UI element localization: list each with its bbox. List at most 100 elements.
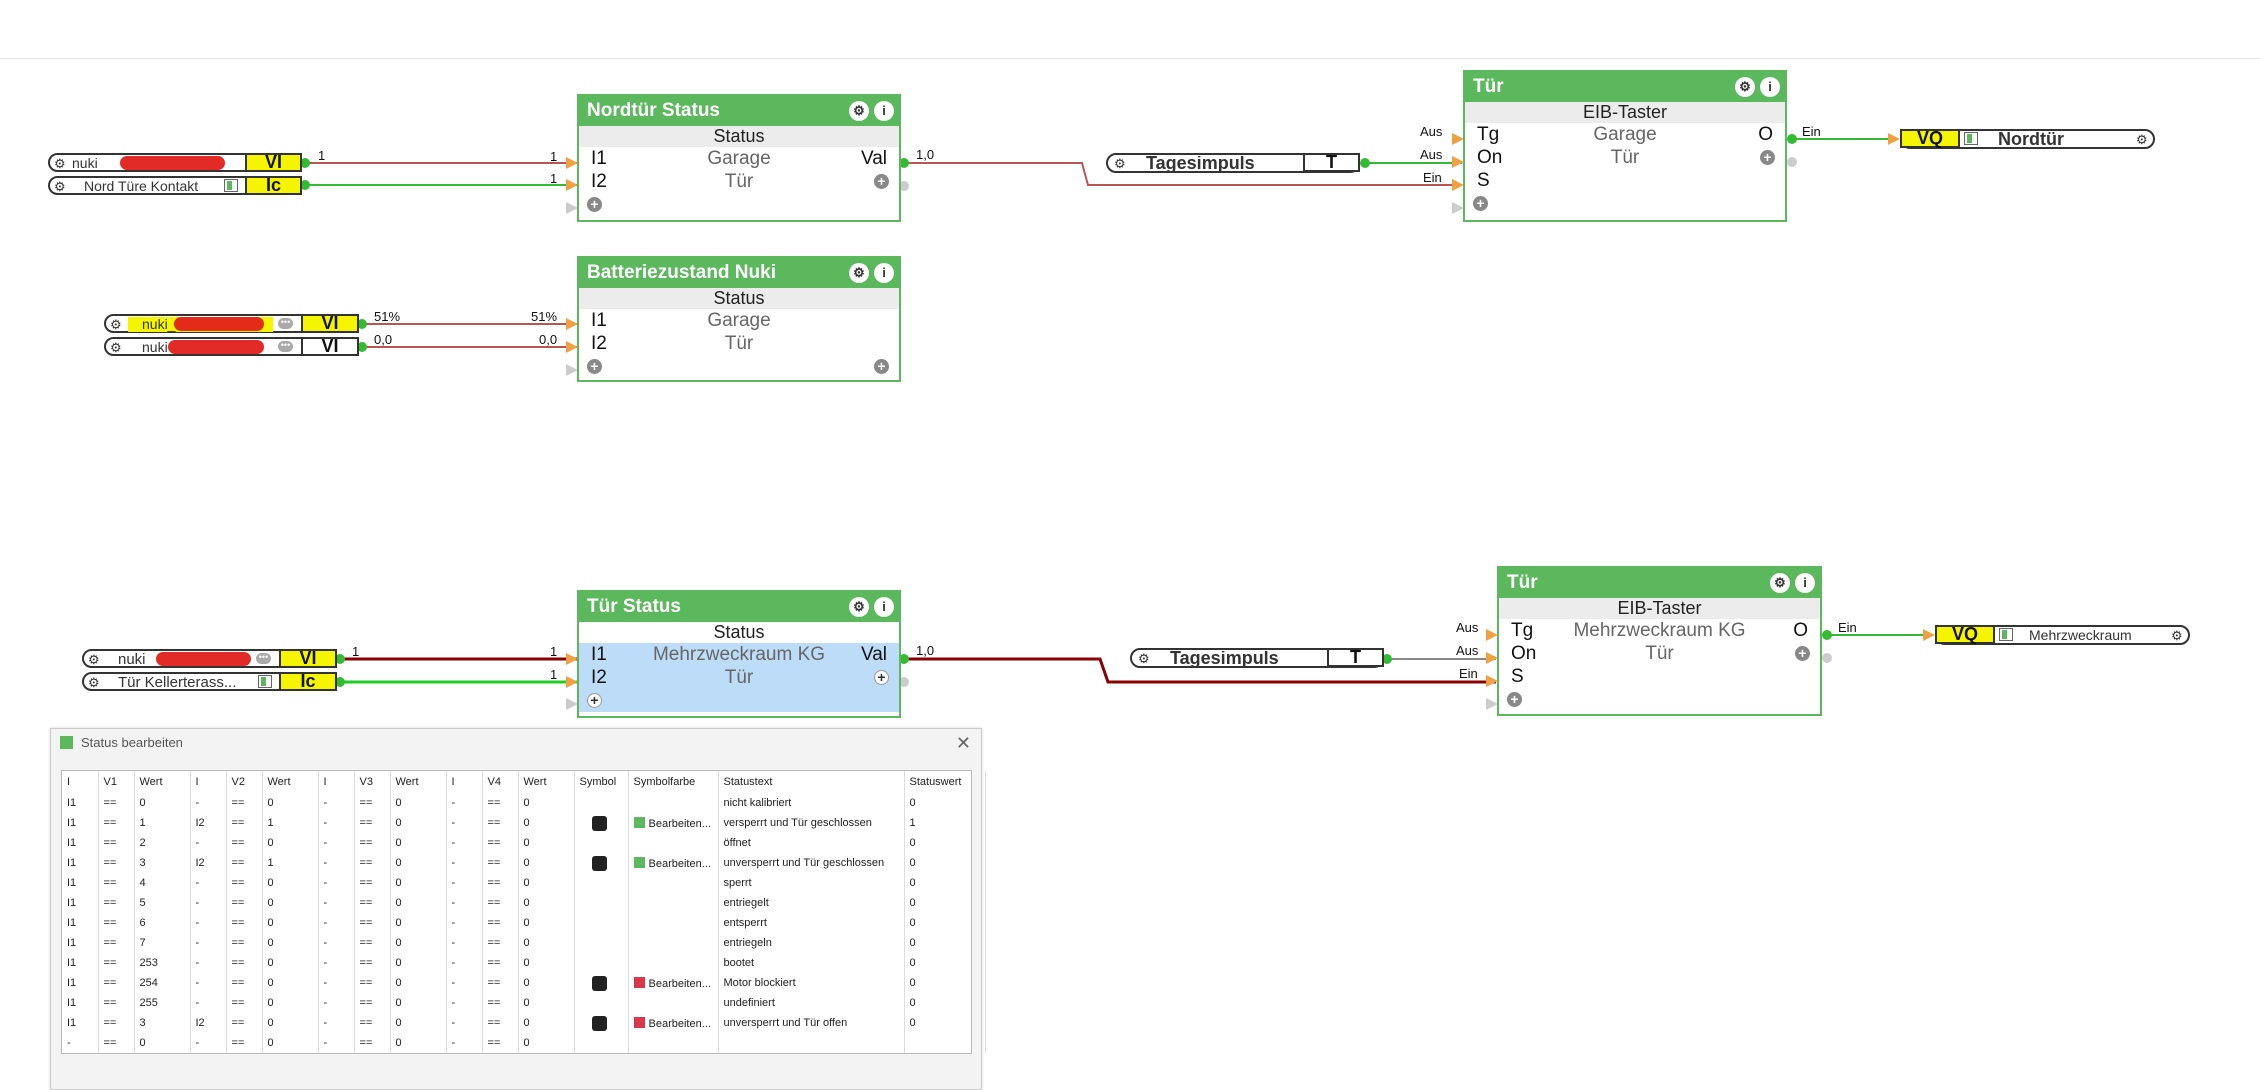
table-cell[interactable]: I1 bbox=[62, 833, 99, 853]
table-cell[interactable]: I1 bbox=[62, 873, 99, 893]
symbol-color-cell[interactable]: Bearbeiten... bbox=[628, 973, 719, 993]
gear-icon[interactable]: ⚙ bbox=[1770, 573, 1790, 593]
table-cell[interactable]: == bbox=[482, 873, 519, 893]
table-cell[interactable]: == bbox=[482, 993, 519, 1013]
table-cell[interactable]: == bbox=[226, 1033, 263, 1053]
info-icon[interactable]: i bbox=[874, 597, 894, 617]
table-cell[interactable]: I1 bbox=[62, 973, 99, 993]
gear-icon[interactable]: ⚙ bbox=[54, 156, 66, 171]
symbol-cell[interactable] bbox=[574, 953, 629, 973]
table-cell[interactable]: == bbox=[226, 913, 263, 933]
table-cell[interactable]: == bbox=[354, 1013, 391, 1033]
table-cell[interactable] bbox=[904, 1033, 986, 1053]
table-cell[interactable]: I2 bbox=[190, 853, 227, 873]
table-cell[interactable]: - bbox=[446, 913, 483, 933]
table-cell[interactable]: == bbox=[226, 873, 263, 893]
table-cell[interactable]: == bbox=[354, 873, 391, 893]
table-cell[interactable]: - bbox=[446, 1013, 483, 1033]
table-cell[interactable]: - bbox=[318, 973, 355, 993]
gear-icon[interactable]: ⚙ bbox=[849, 263, 869, 283]
table-cell[interactable]: 0 bbox=[390, 953, 447, 973]
column-header[interactable]: Wert bbox=[390, 771, 447, 793]
table-cell[interactable]: 0 bbox=[390, 873, 447, 893]
info-icon[interactable]: i bbox=[874, 263, 894, 283]
gear-icon[interactable]: ⚙ bbox=[54, 179, 66, 194]
table-cell[interactable]: == bbox=[98, 1033, 135, 1053]
symbol-cell[interactable] bbox=[574, 993, 629, 1013]
gear-icon[interactable]: ⚙ bbox=[88, 675, 100, 690]
table-cell[interactable]: == bbox=[226, 933, 263, 953]
symbol-cell[interactable] bbox=[574, 853, 629, 873]
table-cell[interactable]: I1 bbox=[62, 913, 99, 933]
info-icon[interactable]: i bbox=[1760, 77, 1780, 97]
table-cell[interactable]: - bbox=[190, 953, 227, 973]
table-cell[interactable]: == bbox=[354, 853, 391, 873]
table-cell[interactable]: == bbox=[226, 953, 263, 973]
table-cell[interactable]: 0 bbox=[390, 793, 447, 813]
table-cell[interactable]: entriegeln bbox=[718, 933, 905, 953]
info-icon[interactable]: i bbox=[1795, 573, 1815, 593]
add-output-icon[interactable]: + bbox=[874, 174, 889, 189]
gear-icon[interactable]: ⚙ bbox=[1114, 156, 1126, 171]
table-cell[interactable]: 0 bbox=[518, 1033, 575, 1053]
table-cell[interactable]: == bbox=[354, 793, 391, 813]
column-header[interactable]: I bbox=[62, 771, 99, 793]
table-cell[interactable]: == bbox=[98, 813, 135, 833]
symbol-color-cell[interactable] bbox=[628, 933, 719, 953]
table-cell[interactable]: Motor blockiert bbox=[718, 973, 905, 993]
table-cell[interactable]: 6 bbox=[134, 913, 191, 933]
table-cell[interactable]: == bbox=[354, 813, 391, 833]
column-header[interactable]: Statuswert bbox=[904, 771, 986, 793]
table-cell[interactable]: 5 bbox=[134, 893, 191, 913]
table-cell[interactable]: 1 bbox=[134, 813, 191, 833]
more-icon[interactable]: ••• bbox=[278, 318, 293, 329]
column-header[interactable]: Symbolfarbe bbox=[628, 771, 719, 793]
table-cell[interactable]: == bbox=[98, 913, 135, 933]
table-cell[interactable]: == bbox=[482, 1033, 519, 1053]
edit-color-link[interactable]: Bearbeiten... bbox=[648, 857, 711, 870]
table-cell[interactable]: 0 bbox=[518, 973, 575, 993]
table-cell[interactable]: 0 bbox=[262, 893, 319, 913]
table-cell[interactable]: - bbox=[446, 873, 483, 893]
column-header[interactable]: Wert bbox=[518, 771, 575, 793]
table-cell[interactable]: 0 bbox=[390, 973, 447, 993]
table-cell[interactable]: 0 bbox=[390, 913, 447, 933]
table-cell[interactable]: versperrt und Tür geschlossen bbox=[718, 813, 905, 833]
table-cell[interactable]: 0 bbox=[134, 793, 191, 813]
table-cell[interactable]: 0 bbox=[390, 993, 447, 1013]
table-cell[interactable]: 1 bbox=[262, 813, 319, 833]
table-cell[interactable]: I2 bbox=[190, 1013, 227, 1033]
table-cell[interactable]: I1 bbox=[62, 813, 99, 833]
table-cell[interactable]: 0 bbox=[518, 853, 575, 873]
symbol-cell[interactable] bbox=[574, 933, 629, 953]
table-cell[interactable]: 0 bbox=[904, 953, 986, 973]
table-cell[interactable]: 1 bbox=[904, 813, 986, 833]
table-cell[interactable]: == bbox=[226, 1013, 263, 1033]
symbol-color-cell[interactable]: Bearbeiten... bbox=[628, 813, 719, 833]
table-cell[interactable]: undefiniert bbox=[718, 993, 905, 1013]
table-cell[interactable]: - bbox=[446, 813, 483, 833]
table-cell[interactable]: 0 bbox=[262, 953, 319, 973]
table-cell[interactable]: 0 bbox=[518, 1013, 575, 1033]
gear-icon[interactable]: ⚙ bbox=[1138, 651, 1150, 666]
column-header[interactable]: I bbox=[190, 771, 227, 793]
table-cell[interactable]: == bbox=[98, 893, 135, 913]
table-cell[interactable]: - bbox=[62, 1033, 99, 1053]
table-cell[interactable]: == bbox=[482, 973, 519, 993]
table-cell[interactable]: 3 bbox=[134, 1013, 191, 1033]
add-input-icon[interactable]: + bbox=[587, 693, 602, 708]
symbol-cell[interactable] bbox=[574, 893, 629, 913]
gear-icon[interactable]: ⚙ bbox=[2171, 628, 2183, 643]
table-cell[interactable]: - bbox=[190, 993, 227, 1013]
symbol-color-cell[interactable] bbox=[628, 1033, 719, 1053]
tagesimpuls-bottom[interactable]: ⚙ Tagesimpuls T bbox=[1130, 648, 1384, 668]
table-cell[interactable]: 0 bbox=[262, 793, 319, 813]
table-cell[interactable]: == bbox=[98, 933, 135, 953]
